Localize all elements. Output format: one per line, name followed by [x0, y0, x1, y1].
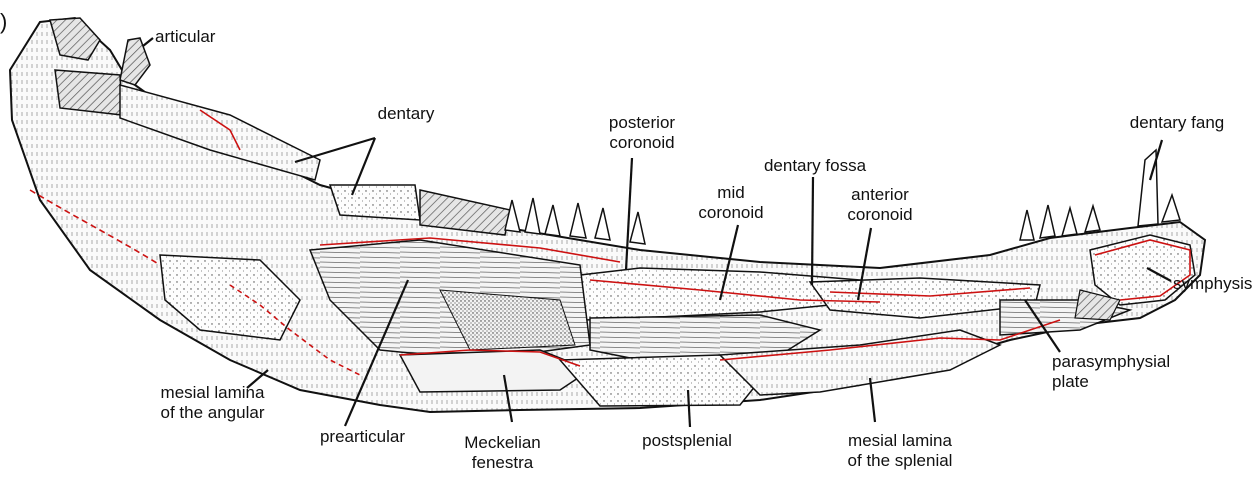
label-posterior-coronoid: posterior coronoid [582, 113, 702, 153]
label-articular: articular [155, 27, 215, 47]
panel-label: ) [0, 12, 7, 32]
leader-mesial-splenial [870, 378, 875, 422]
leader-dentary-a [295, 138, 375, 162]
label-anterior-coronoid-line2: coronoid [830, 205, 930, 225]
label-posterior-coronoid-line1: posterior [582, 113, 702, 133]
leader-dentary-fossa [812, 177, 813, 285]
label-anterior-coronoid: anterior coronoid [830, 185, 930, 225]
label-parasymphysial-line1: parasymphysial [1052, 352, 1170, 372]
label-meckelian-line2: fenestra [445, 453, 560, 473]
label-dentary-fang: dentary fang [1112, 113, 1242, 133]
label-dentary-fossa: dentary fossa [755, 156, 875, 176]
label-posterior-coronoid-line2: coronoid [582, 133, 702, 153]
label-postsplenial: postsplenial [622, 431, 752, 451]
label-parasymphysial-plate: parasymphysial plate [1052, 352, 1170, 392]
label-anterior-coronoid-line1: anterior [830, 185, 930, 205]
label-mid-coronoid-line2: coronoid [686, 203, 776, 223]
label-meckelian-fenestra: Meckelian fenestra [445, 433, 560, 473]
label-mid-coronoid-line1: mid [686, 183, 776, 203]
label-prearticular: prearticular [300, 427, 425, 447]
label-dentary: dentary [362, 104, 450, 124]
label-mesial-angular-line1: mesial lamina [140, 383, 285, 403]
label-parasymphysial-line2: plate [1052, 372, 1170, 392]
label-mesial-splenial-line2: of the splenial [830, 451, 970, 471]
label-mid-coronoid: mid coronoid [686, 183, 776, 223]
label-mesial-lamina-angular: mesial lamina of the angular [140, 383, 285, 423]
label-symphysis: symphysis [1173, 274, 1252, 294]
label-mesial-angular-line2: of the angular [140, 403, 285, 423]
leader-articular [143, 38, 153, 46]
label-meckelian-line1: Meckelian [445, 433, 560, 453]
label-mesial-splenial-line1: mesial lamina [830, 431, 970, 451]
label-mesial-lamina-splenial: mesial lamina of the splenial [830, 431, 970, 471]
